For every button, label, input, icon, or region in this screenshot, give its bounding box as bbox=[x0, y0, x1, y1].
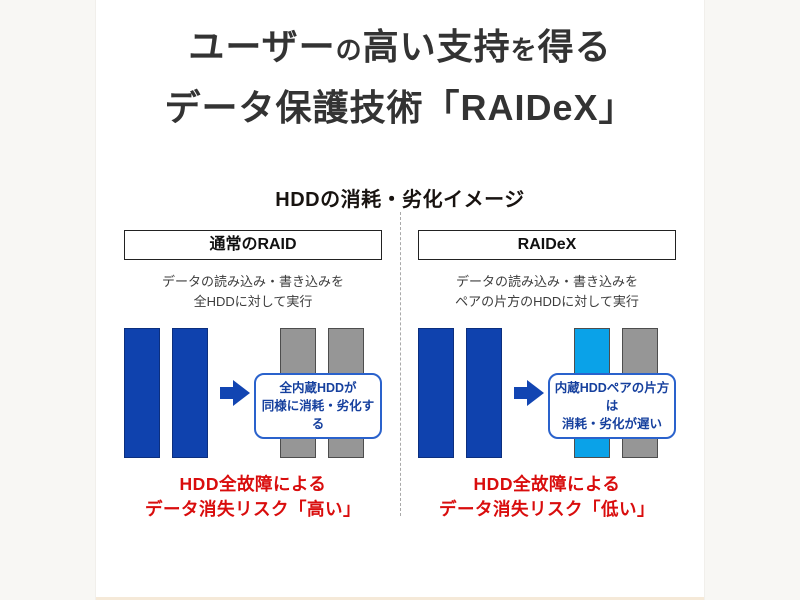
comparison-panels: 通常のRAID データの読み込み・書き込みを 全HDDに対して実行 bbox=[96, 212, 704, 522]
callout-line: 内蔵HDDペアの片方は bbox=[554, 381, 670, 413]
hdd-bar-new bbox=[124, 328, 160, 458]
panel-normal-raid-header: 通常のRAID bbox=[124, 230, 382, 260]
panel-raidex-result: HDD全故障による データ消失リスク「低い」 bbox=[418, 472, 676, 522]
panel-raidex-desc: データの読み込み・書き込みを ペアの片方のHDDに対して実行 bbox=[418, 272, 676, 312]
result-line: HDD全故障による bbox=[179, 474, 327, 494]
page-title-line1: ユーザーの高い支持を得る bbox=[96, 24, 704, 73]
title-segment: の bbox=[335, 35, 363, 65]
hdd-pair-new bbox=[124, 328, 208, 458]
panel-normal-raid-diagram: 全内蔵HDDが 同様に消耗・劣化する bbox=[124, 328, 382, 458]
result-line: HDD全故障による bbox=[473, 474, 621, 494]
hdd-pair-new bbox=[418, 328, 502, 458]
panel-normal-raid: 通常のRAID データの読み込み・書き込みを 全HDDに対して実行 bbox=[124, 230, 382, 522]
title-segment: ユーザー bbox=[188, 26, 336, 67]
page-title: ユーザーの高い支持を得る データ保護技術「RAIDeX」 bbox=[96, 0, 704, 131]
panel-raidex-diagram: 内蔵HDDペアの片方は 消耗・劣化が遅い bbox=[418, 328, 676, 458]
result-line: データ消失リスク「高い」 bbox=[145, 499, 361, 519]
panel-raidex-header: RAIDeX bbox=[418, 230, 676, 260]
title-segment: を bbox=[510, 35, 538, 65]
panel-normal-raid-desc: データの読み込み・書き込みを 全HDDに対して実行 bbox=[124, 272, 382, 312]
bottom-accent-line bbox=[96, 597, 704, 600]
dashed-divider bbox=[400, 212, 401, 516]
title-segment: 高い bbox=[362, 26, 437, 67]
callout-line: 同様に消耗・劣化する bbox=[261, 399, 375, 431]
panel-normal-raid-result: HDD全故障による データ消失リスク「高い」 bbox=[124, 472, 382, 522]
callout-raidex: 内蔵HDDペアの片方は 消耗・劣化が遅い bbox=[548, 373, 676, 439]
content-card: ユーザーの高い支持を得る データ保護技術「RAIDeX」 HDDの消耗・劣化イメ… bbox=[95, 0, 705, 600]
section-heading: HDDの消耗・劣化イメージ bbox=[275, 189, 525, 211]
title-segment: 支持 bbox=[436, 26, 511, 67]
arrow-right-icon bbox=[514, 380, 544, 406]
hdd-bar-new bbox=[172, 328, 208, 458]
hdd-bar-new bbox=[466, 328, 502, 458]
desc-line: 全HDDに対して実行 bbox=[193, 294, 313, 309]
desc-line: ペアの片方のHDDに対して実行 bbox=[455, 294, 639, 309]
title-segment: 得る bbox=[537, 26, 612, 67]
callout-line: 消耗・劣化が遅い bbox=[561, 417, 662, 431]
panel-raidex: RAIDeX データの読み込み・書き込みを ペアの片方のHDDに対して実行 bbox=[418, 230, 676, 522]
page-title-line2: データ保護技術「RAIDeX」 bbox=[164, 87, 636, 128]
hdd-bar-new bbox=[418, 328, 454, 458]
result-line: データ消失リスク「低い」 bbox=[439, 499, 655, 519]
arrow-right-icon bbox=[220, 380, 250, 406]
callout-normal-raid: 全内蔵HDDが 同様に消耗・劣化する bbox=[254, 373, 382, 439]
desc-line: データの読み込み・書き込みを bbox=[161, 274, 344, 289]
callout-line: 全内蔵HDDが bbox=[279, 381, 357, 395]
desc-line: データの読み込み・書き込みを bbox=[455, 274, 638, 289]
